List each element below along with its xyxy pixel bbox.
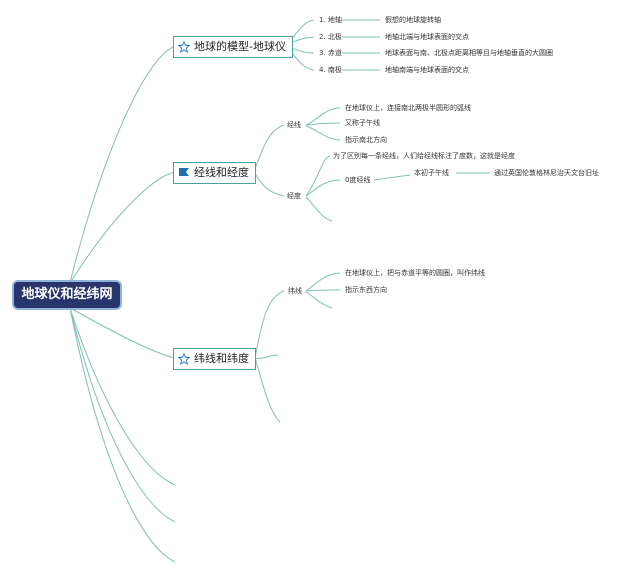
item-label-north-pole[interactable]: 2. 北极 xyxy=(319,33,342,41)
item-desc-south-pole[interactable]: 地轴南端与地球表面的交点 xyxy=(385,66,469,74)
subtopic-meridian[interactable]: 经线 xyxy=(287,121,301,129)
connector-root-extra-1 xyxy=(69,307,176,486)
connector-root-longitude xyxy=(69,171,176,284)
root-topic[interactable]: 地球仪和经纬网 xyxy=(14,282,120,308)
meridian-definition[interactable]: 在地球仪上，连接南北两极半圆形的弧线 xyxy=(345,104,471,112)
connector-root-extra-2 xyxy=(69,307,176,523)
item-label-south-pole[interactable]: 4. 南极 xyxy=(319,66,342,74)
prime-meridian-desc[interactable]: 通过英国伦敦格林尼治天文台旧址 xyxy=(494,169,599,177)
meridian-direction[interactable]: 指示南北方向 xyxy=(345,136,387,144)
star-icon xyxy=(178,353,190,365)
flag-icon xyxy=(178,167,190,179)
item-desc-north-pole[interactable]: 地轴北端与地球表面的交点 xyxy=(385,33,469,41)
parallel-definition[interactable]: 在地球仪上，把与赤道平等的圆圈，叫作纬线 xyxy=(345,269,485,277)
parallel-direction[interactable]: 指示东西方向 xyxy=(345,286,387,294)
prime-meridian[interactable]: 本初子午线 xyxy=(414,169,449,177)
topic-globe-model[interactable]: 地球的模型-地球仪 xyxy=(173,36,293,58)
topic-longitude[interactable]: 经线和经度 xyxy=(173,162,256,184)
connector-latitude-line xyxy=(254,290,285,359)
item-desc-equator[interactable]: 地球表面与南、北极点距离相等且与地轴垂直的大圆圈 xyxy=(385,49,553,57)
connector-root-latitude xyxy=(69,307,176,359)
topic-label: 纬线和纬度 xyxy=(194,352,249,365)
subtopic-parallel[interactable]: 纬线 xyxy=(288,287,302,295)
item-label-axis[interactable]: 1. 地轴 xyxy=(319,16,342,24)
topic-label: 地球的模型-地球仪 xyxy=(194,40,286,53)
star-icon xyxy=(178,41,190,53)
item-desc-axis[interactable]: 假想的地球旋转轴 xyxy=(385,16,441,24)
connector-root-extra-3 xyxy=(69,307,176,563)
connector-longitude-degree xyxy=(253,171,285,197)
zero-degree-meridian[interactable]: 0度经线 xyxy=(345,176,371,184)
item-label-equator[interactable]: 3. 赤道 xyxy=(319,49,342,57)
connector-root-globe-model xyxy=(69,45,176,284)
topic-latitude[interactable]: 纬线和纬度 xyxy=(173,348,256,370)
longitude-degree-definition[interactable]: 为了区别每一条经线，人们给经线标注了度数，这就是经度 xyxy=(333,152,515,160)
meridian-alias[interactable]: 又称子午线 xyxy=(345,119,380,127)
subtopic-longitude-degree[interactable]: 经度 xyxy=(287,192,301,200)
connector-longitude-line xyxy=(253,124,285,173)
topic-label: 经线和经度 xyxy=(194,166,249,179)
